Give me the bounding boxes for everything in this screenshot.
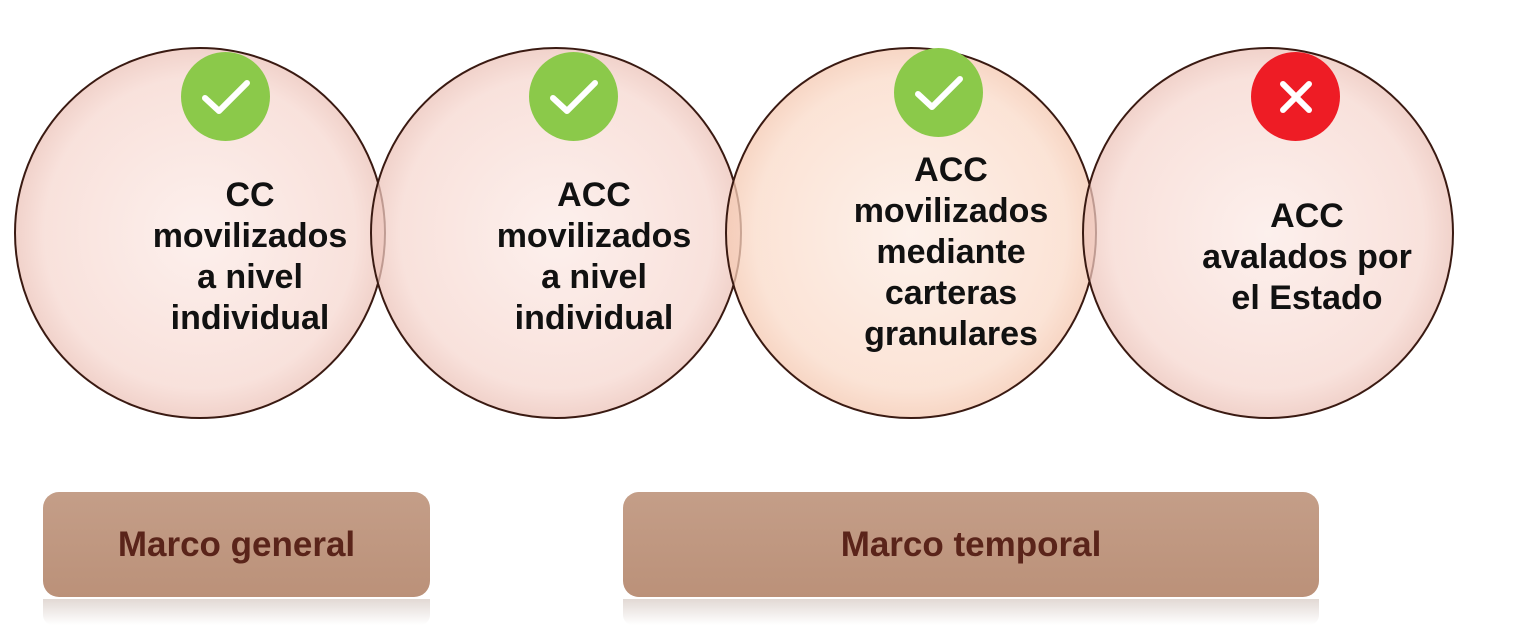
label-line: movilizados (853, 192, 1049, 230)
label-line: movilizados (496, 217, 692, 255)
check-icon (894, 48, 983, 137)
check-icon (181, 52, 270, 141)
circle-label-acc-individual: ACC movilizados a nivel individual (469, 175, 719, 339)
label-line: el Estado (1231, 279, 1383, 317)
frame-reflection (43, 599, 430, 625)
label-line: ACC (914, 151, 988, 189)
label-line: CC (225, 176, 275, 214)
label-line: ACC (1270, 197, 1344, 235)
frame-box-general: Marco general (43, 492, 430, 597)
label-line: ACC (557, 176, 631, 214)
circle-label-acc-avalados: ACC avalados por el Estado (1182, 196, 1432, 319)
label-line: individual (514, 299, 674, 337)
label-line: granulares (864, 315, 1038, 353)
frame-label-temporal: Marco temporal (840, 524, 1102, 564)
label-line: a nivel (541, 258, 647, 296)
frame-box-temporal: Marco temporal (623, 492, 1319, 597)
label-line: individual (170, 299, 330, 337)
label-line: mediante (876, 233, 1026, 271)
frame-label-general: Marco general (117, 524, 356, 564)
cross-icon (1251, 52, 1340, 141)
check-icon (529, 52, 618, 141)
frame-reflection (623, 599, 1319, 625)
label-line: movilizados (152, 217, 348, 255)
circle-label-cc-individual: CC movilizados a nivel individual (125, 175, 375, 339)
label-line: avalados por (1202, 238, 1412, 276)
circle-label-acc-carteras: ACC movilizados mediante carteras granul… (826, 150, 1076, 355)
label-line: a nivel (197, 258, 303, 296)
label-line: carteras (884, 274, 1018, 312)
